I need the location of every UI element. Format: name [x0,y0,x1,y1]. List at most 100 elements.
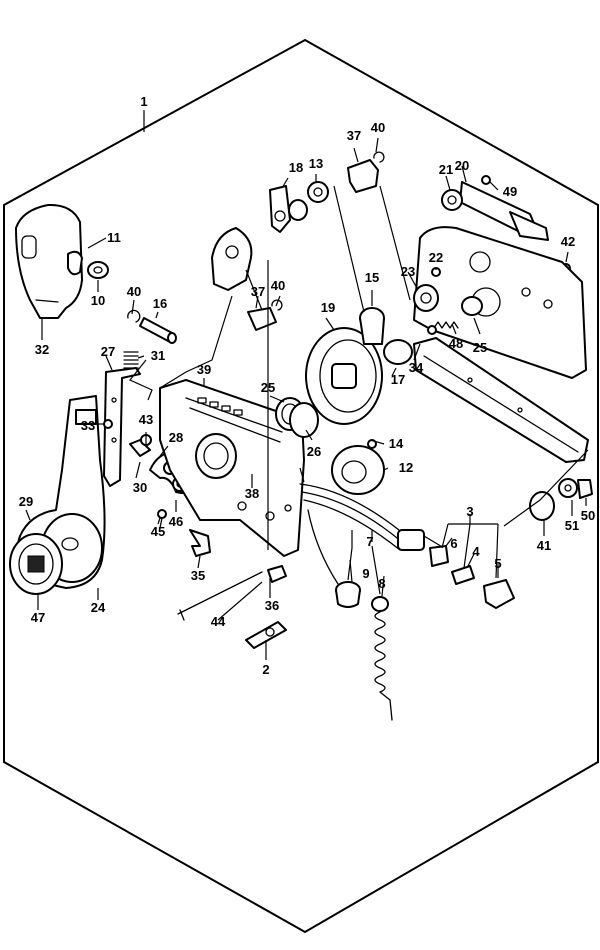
callout-12: 12 [399,460,413,475]
callout-9: 9 [362,566,369,581]
callout-14: 14 [389,436,404,451]
callout-35: 35 [191,568,205,583]
part-plate-30 [129,439,151,457]
callout-1: 1 [140,94,147,109]
part-rail-34 [413,337,589,463]
callout-43: 43 [139,412,153,427]
callout-23: 23 [401,264,415,279]
part-seal-26 [289,402,319,438]
callout-11: 11 [107,230,121,245]
assembly-boundary [3,38,599,934]
callout-7: 7 [366,534,373,549]
callout-4: 4 [472,544,480,559]
part-knob-47 [9,533,63,595]
part-nut-50 [577,479,593,499]
callout-3: 3 [466,504,473,519]
part-wiring-harness [299,483,445,585]
part-handle-grip [15,203,83,319]
callout-20: 20 [455,158,469,173]
callout-46: 46 [169,514,183,529]
callout-8: 8 [378,576,385,591]
part-screw-45 [157,509,167,529]
part-switch-6 [429,545,449,567]
callout-6: 6 [450,536,457,551]
callout-47: 47 [31,610,45,625]
part-bracket-27 [103,367,141,487]
callout-34: 34 [409,360,424,375]
part-ring-17 [383,339,413,365]
part-nut-36 [267,565,287,583]
part-block-37a [347,159,379,193]
callout-51: 51 [565,518,579,533]
callout-10: 10 [91,293,105,308]
part-cap-9 [335,581,361,608]
callout-26: 26 [307,444,321,459]
part-side-cover [413,226,587,379]
callout-50: 50 [581,508,595,523]
part-spring-48 [433,321,459,329]
part-bolt-44 [177,571,263,621]
callout-15: 15 [365,270,379,285]
part-washer-48 [427,325,437,335]
leader-lines [25,110,589,660]
part-plate-2 [245,621,287,649]
callout-37a: 37 [347,128,361,143]
callout-44: 44 [211,614,226,629]
callout-41: 41 [537,538,551,553]
part-bracket-20 [459,181,549,241]
part-bushing-21 [441,189,463,211]
part-clip-8 [371,596,393,721]
part-gear-23 [413,284,439,312]
callout-40c: 40 [271,278,285,293]
part-grip-insert [67,250,83,276]
part-pin-16 [139,317,177,344]
callout-25b: 25 [473,340,487,355]
part-key-4 [451,565,475,585]
callout-32: 32 [35,342,49,357]
callout-27: 27 [101,344,115,359]
callout-39: 39 [197,362,211,377]
part-switch-12 [331,445,385,495]
part-screw-49 [481,175,491,185]
callout-21: 21 [439,162,453,177]
callout-19: 19 [321,300,335,315]
part-screw-33 [103,419,113,429]
callout-49: 49 [503,184,517,199]
callout-33: 33 [81,418,95,433]
part-clip-40c [271,299,283,311]
part-block-37b [247,307,277,331]
callout-30: 30 [133,480,147,495]
part-spring-31 [123,351,139,369]
callout-38: 38 [245,486,259,501]
callout-16: 16 [153,296,167,311]
part-key-cap-5 [483,579,515,609]
part-bushing-41 [529,491,555,521]
part-washer-13b [307,181,329,203]
callout-48: 48 [449,336,463,351]
callout-2: 2 [262,662,269,677]
callout-5: 5 [494,556,501,571]
part-washer-51 [558,478,578,498]
part-clip-40a [127,309,141,323]
part-shaft-15 [359,307,385,345]
callout-17: 17 [391,372,405,387]
callout-24: 24 [91,600,106,615]
part-clip-40b [373,151,385,163]
part-bracket-upper [211,227,253,291]
callout-28: 28 [169,430,183,445]
callout-18: 18 [289,160,303,175]
callout-40b: 40 [371,120,385,135]
callout-31: 31 [151,348,165,363]
callout-36: 36 [265,598,279,613]
callout-40a: 40 [127,284,141,299]
callout-25a: 25 [261,380,275,395]
callout-22: 22 [429,250,443,265]
callout-42: 42 [561,234,575,249]
callout-labels: 1 11 10 32 40 16 31 27 33 29 24 47 30 43… [19,94,595,677]
part-washer-10 [87,261,109,279]
callout-29: 29 [19,494,33,509]
part-drum-19 [305,327,383,425]
callout-37b: 37 [251,284,265,299]
callout-13: 13 [309,156,323,171]
